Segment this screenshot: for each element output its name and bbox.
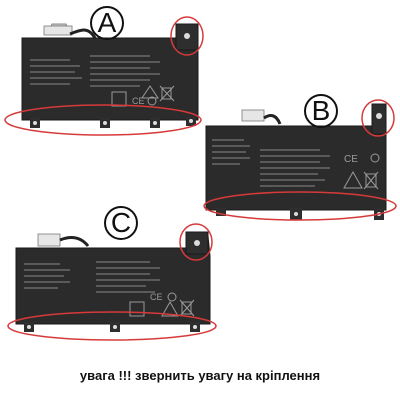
label-a: A: [90, 6, 124, 40]
battery-c-icon: CE: [7, 223, 217, 341]
battery-a-icon: CE: [4, 16, 204, 136]
battery-b-icon: CE: [203, 99, 397, 221]
weee-bin-icon: [159, 85, 175, 102]
ce-mark-icon: CE: [132, 96, 145, 106]
svg-text:CE: CE: [344, 154, 358, 165]
recycle-icon: [141, 85, 159, 99]
label-c: C: [104, 206, 138, 240]
svg-text:CE: CE: [132, 96, 145, 106]
warning-caption: увага !!! звернить увагу на кріплення: [79, 368, 321, 383]
battery-comparison-photo: CE: [4, 6, 397, 341]
label-b: B: [304, 94, 338, 128]
svg-text:CE: CE: [150, 292, 163, 302]
battery-illustration: CE: [4, 16, 397, 341]
